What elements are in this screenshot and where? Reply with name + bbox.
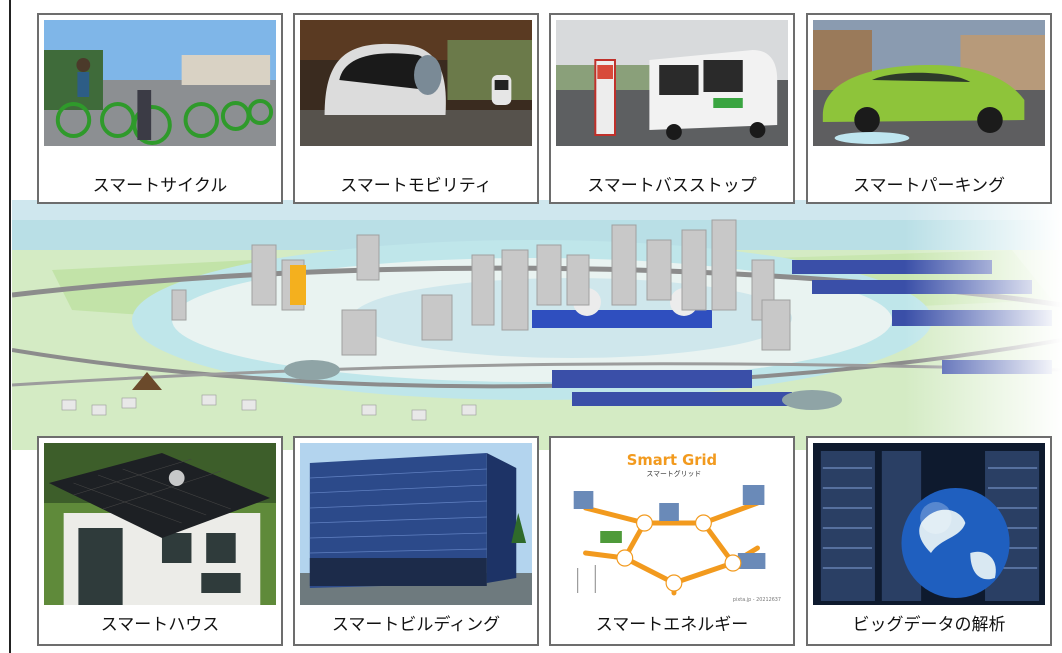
card-smart-bus-stop: スマートバスストップ xyxy=(549,13,795,204)
photo-bike-share xyxy=(44,20,276,146)
card-caption: スマートビルディング xyxy=(331,615,501,635)
smart-grid-diagram: Smart Grid スマートグリッド pixta. xyxy=(556,443,788,605)
card-smart-mobility: スマートモビリティ xyxy=(293,13,539,204)
photo-server-globe xyxy=(813,443,1045,605)
smart-grid-title: Smart Grid xyxy=(627,451,717,469)
card-smart-house: スマートハウス xyxy=(37,436,283,646)
card-big-data-analytics: ビッグデータの解析 xyxy=(806,436,1052,646)
card-smart-parking: スマートパーキング xyxy=(806,13,1052,204)
photo-autonomous-bus xyxy=(556,20,788,146)
card-caption: スマートハウス xyxy=(100,615,220,635)
left-divider-line xyxy=(9,0,11,653)
card-smart-cycle: スマートサイクル xyxy=(37,13,283,204)
card-caption: スマートモビリティ xyxy=(340,176,492,196)
card-caption: スマートサイクル xyxy=(92,176,228,196)
card-caption: スマートバスストップ xyxy=(587,176,757,196)
card-smart-energy: Smart Grid スマートグリッド pixta. xyxy=(549,436,795,646)
photo-glass-office-building xyxy=(300,443,532,605)
photo-parking-sensor-car xyxy=(813,20,1045,146)
photo-solar-house xyxy=(44,443,276,605)
card-caption: スマートパーキング xyxy=(853,176,1005,196)
smart-grid-subtitle: スマートグリッド xyxy=(646,469,701,478)
card-caption: スマートエネルギー xyxy=(595,615,749,635)
photo-autonomous-pod xyxy=(300,20,532,146)
image-credit: pixta.jp - 20212637 xyxy=(733,597,781,603)
smart-city-aerial-illustration xyxy=(12,200,1062,450)
card-smart-building: スマートビルディング xyxy=(293,436,539,646)
card-caption: ビッグデータの解析 xyxy=(852,615,1006,635)
